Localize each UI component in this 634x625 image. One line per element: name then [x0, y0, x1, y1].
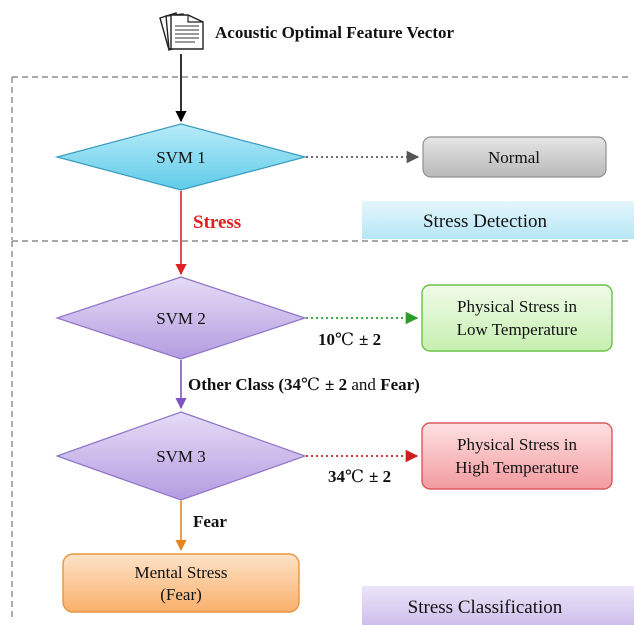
stress-detection-region	[11, 76, 628, 240]
low-temp-edge-value: 10	[318, 330, 335, 349]
high-temp-edge-label: 34℃ ± 2	[328, 467, 391, 486]
high-temp-edge-value: 34	[328, 467, 346, 486]
svm3-label: SVM 3	[156, 447, 206, 466]
other-class-fear: Fear	[380, 375, 414, 394]
stress-detection-label: Stress Detection	[423, 211, 548, 232]
stress-detection-label-box: Stress Detection	[362, 201, 634, 239]
stress-classification-label-box: Stress Classification	[362, 586, 634, 625]
high-temp-edge-unit: ℃	[345, 467, 364, 486]
stress-classification-label: Stress Classification	[408, 597, 563, 618]
svm1-diamond: SVM 1	[54, 123, 308, 191]
high-temperature-box: Physical Stress in High Temperature	[421, 422, 613, 490]
other-class-tol: ± 2	[325, 375, 347, 394]
svm3-diamond: SVM 3	[55, 411, 307, 501]
stress-classification-region	[11, 240, 628, 620]
input-label: Acoustic Optimal Feature Vector	[215, 23, 455, 42]
svm2-label: SVM 2	[156, 309, 206, 328]
low-temp-edge-unit: ℃	[335, 330, 354, 349]
svm1-label: SVM 1	[156, 148, 206, 167]
low-temp-line2: Low Temperature	[457, 320, 578, 339]
documents-icon	[159, 12, 204, 51]
low-temp-line1: Physical Stress in	[457, 297, 577, 316]
other-class-label: Other Class (34℃ ± 2 and Fear)	[188, 375, 420, 394]
low-temp-edge-tol: ± 2	[359, 330, 381, 349]
other-class-and: and	[347, 375, 380, 394]
svm2-diamond: SVM 2	[55, 276, 307, 360]
high-temp-line2: High Temperature	[455, 458, 579, 477]
low-temp-edge-label: 10℃ ± 2	[318, 330, 381, 349]
other-class-suffix: )	[414, 375, 420, 394]
mental-line1: Mental Stress	[134, 563, 227, 582]
stress-edge-label: Stress	[193, 212, 241, 233]
high-temp-edge-tol: ± 2	[369, 467, 391, 486]
high-temp-line1: Physical Stress in	[457, 435, 577, 454]
mental-line2: (Fear)	[160, 585, 202, 604]
normal-label: Normal	[488, 148, 540, 167]
mental-stress-box: Mental Stress (Fear)	[62, 553, 300, 613]
fear-edge-label: Fear	[193, 512, 227, 531]
other-class-prefix: Other Class (	[188, 375, 284, 394]
low-temperature-box: Physical Stress in Low Temperature	[421, 284, 613, 352]
normal-box: Normal	[422, 136, 607, 178]
other-class-value: 34	[284, 375, 302, 394]
other-class-unit: ℃	[301, 375, 320, 394]
